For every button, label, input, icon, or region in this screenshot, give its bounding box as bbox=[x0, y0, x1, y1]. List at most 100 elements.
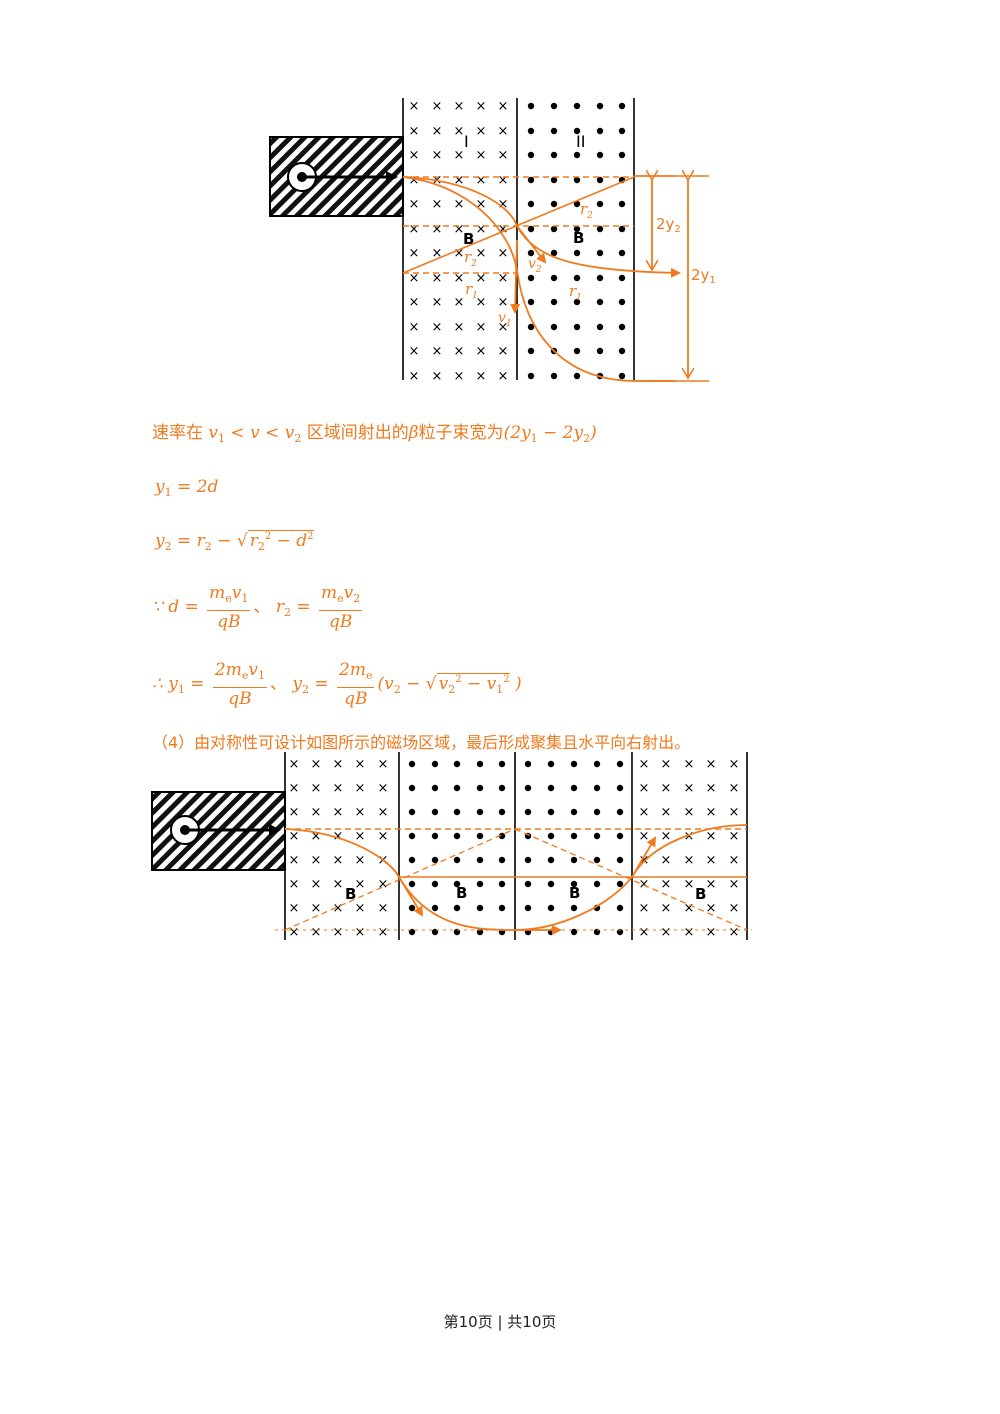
dot-symbol bbox=[408, 808, 416, 816]
dot-symbol bbox=[570, 760, 578, 768]
dot-symbol bbox=[596, 200, 604, 208]
cross-symbol: × bbox=[639, 925, 650, 940]
dot-symbol bbox=[618, 249, 626, 257]
cross-symbol: × bbox=[432, 369, 443, 384]
dot-symbol bbox=[527, 372, 535, 380]
cross-symbol: × bbox=[355, 829, 366, 844]
dot-symbol bbox=[498, 784, 506, 792]
cross-symbol: × bbox=[311, 877, 322, 892]
dot-symbol bbox=[550, 323, 558, 331]
dot-symbol bbox=[408, 880, 416, 888]
dot-symbol bbox=[618, 225, 626, 233]
dot-symbol bbox=[527, 102, 535, 110]
cross-symbol: × bbox=[454, 197, 465, 212]
dot-symbol bbox=[408, 832, 416, 840]
region-label-I: I bbox=[464, 132, 469, 151]
cross-symbol: × bbox=[432, 148, 443, 163]
cross-symbol: × bbox=[333, 757, 344, 772]
cross-symbol: × bbox=[476, 271, 487, 286]
cross-symbol: × bbox=[639, 829, 650, 844]
dot-symbol bbox=[527, 249, 535, 257]
dot-symbol bbox=[431, 832, 439, 840]
cross-symbol: × bbox=[333, 829, 344, 844]
cross-symbol: × bbox=[289, 829, 300, 844]
cross-symbol: × bbox=[476, 246, 487, 261]
cross-symbol: × bbox=[454, 148, 465, 163]
dot-symbol bbox=[573, 102, 581, 110]
dot-symbol bbox=[527, 323, 535, 331]
region-label-II: II bbox=[576, 132, 585, 151]
cross-symbol: × bbox=[684, 925, 695, 940]
cross-symbol: × bbox=[432, 124, 443, 139]
cross-symbol: × bbox=[661, 829, 672, 844]
dot-symbol bbox=[618, 127, 626, 135]
cross-symbol: × bbox=[378, 877, 389, 892]
dot-symbol bbox=[547, 904, 555, 912]
cross-symbol: × bbox=[378, 757, 389, 772]
cross-symbol: × bbox=[333, 925, 344, 940]
cross-symbol: × bbox=[454, 124, 465, 139]
dot-symbol bbox=[527, 225, 535, 233]
field-into-page-symbols-left: ×××××××××××××××××××××××××××××××××××××××× bbox=[289, 757, 389, 940]
dot-symbol bbox=[573, 225, 581, 233]
dot-symbol bbox=[550, 225, 558, 233]
cross-symbol: × bbox=[661, 853, 672, 868]
cross-symbol: × bbox=[432, 295, 443, 310]
dot-symbol bbox=[616, 808, 624, 816]
cross-symbol: × bbox=[454, 99, 465, 114]
dot-symbol bbox=[431, 808, 439, 816]
cross-symbol: × bbox=[476, 124, 487, 139]
dot-symbol bbox=[453, 904, 461, 912]
dot-symbol bbox=[408, 904, 416, 912]
dot-symbol bbox=[570, 904, 578, 912]
dot-symbol bbox=[616, 904, 624, 912]
cross-symbol: × bbox=[289, 901, 300, 916]
cross-symbol: × bbox=[454, 222, 465, 237]
cross-symbol: × bbox=[684, 781, 695, 796]
field-label-B-2: B bbox=[456, 884, 467, 902]
dot-symbol bbox=[453, 880, 461, 888]
cross-symbol: × bbox=[684, 877, 695, 892]
dot-symbol bbox=[573, 176, 581, 184]
cross-symbol: × bbox=[311, 805, 322, 820]
dot-symbol bbox=[616, 784, 624, 792]
dot-symbol bbox=[593, 832, 601, 840]
cross-symbol: × bbox=[661, 781, 672, 796]
dot-symbol bbox=[550, 298, 558, 306]
dot-symbol bbox=[476, 832, 484, 840]
dot-symbol bbox=[453, 760, 461, 768]
cross-symbol: × bbox=[498, 271, 509, 286]
dot-symbol bbox=[408, 760, 416, 768]
dot-symbol bbox=[618, 347, 626, 355]
cross-symbol: × bbox=[729, 781, 740, 796]
cross-symbol: × bbox=[498, 320, 509, 335]
dot-symbol bbox=[593, 760, 601, 768]
dot-symbol bbox=[453, 856, 461, 864]
cross-symbol: × bbox=[454, 173, 465, 188]
dot-symbol bbox=[573, 347, 581, 355]
cross-symbol: × bbox=[729, 829, 740, 844]
dot-symbol bbox=[547, 832, 555, 840]
dot-symbol bbox=[527, 347, 535, 355]
cross-symbol: × bbox=[289, 805, 300, 820]
cross-symbol: × bbox=[498, 246, 509, 261]
dot-symbol bbox=[547, 808, 555, 816]
field-label-B-4: B bbox=[695, 885, 706, 903]
dot-symbol bbox=[550, 200, 558, 208]
dot-symbol bbox=[524, 808, 532, 816]
cross-symbol: × bbox=[639, 805, 650, 820]
dot-symbol bbox=[616, 760, 624, 768]
cross-symbol: × bbox=[454, 271, 465, 286]
cross-symbol: × bbox=[289, 877, 300, 892]
cross-symbol: × bbox=[476, 148, 487, 163]
dot-symbol bbox=[476, 808, 484, 816]
cross-symbol: × bbox=[706, 781, 717, 796]
dot-symbol bbox=[550, 249, 558, 257]
cross-symbol: × bbox=[409, 173, 420, 188]
cross-symbol: × bbox=[476, 173, 487, 188]
cross-symbol: × bbox=[378, 781, 389, 796]
dot-symbol bbox=[431, 784, 439, 792]
cross-symbol: × bbox=[333, 853, 344, 868]
cross-symbol: × bbox=[311, 853, 322, 868]
